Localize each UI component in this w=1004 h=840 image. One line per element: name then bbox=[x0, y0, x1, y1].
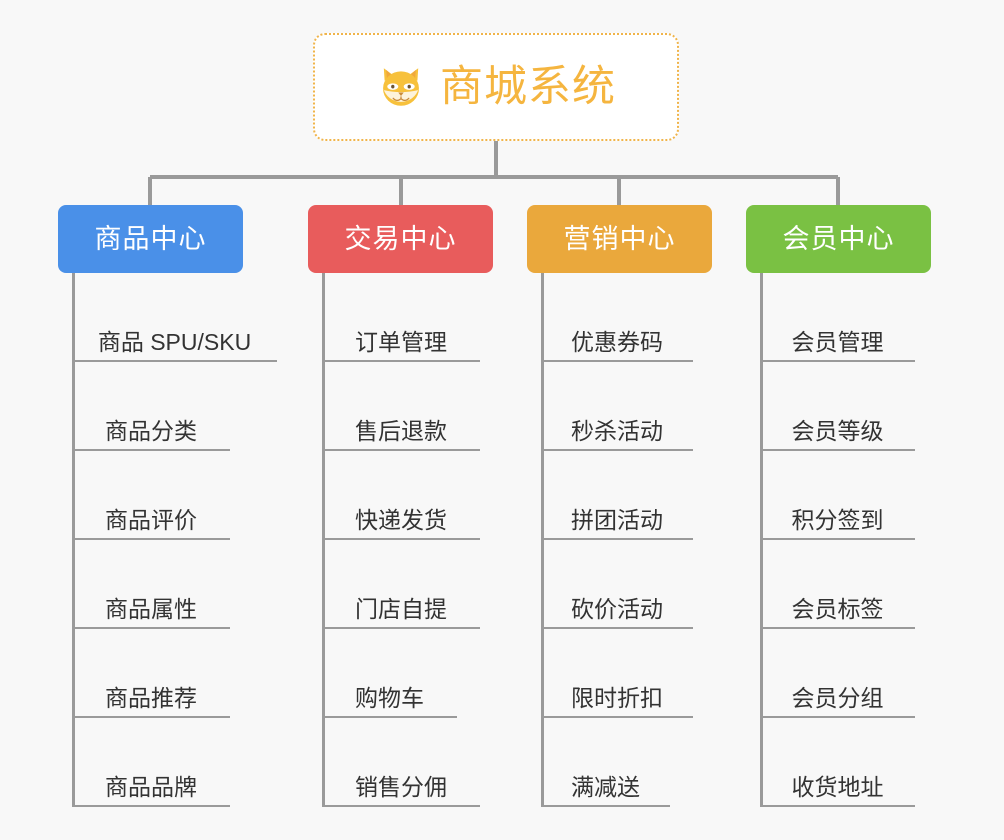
leaf-label: 购物车 bbox=[355, 684, 424, 711]
leaf-label: 会员分组 bbox=[791, 684, 884, 711]
leaf-item[interactable]: 订单管理 bbox=[322, 273, 480, 362]
leaf-label: 会员等级 bbox=[791, 417, 884, 444]
leaf-spine bbox=[72, 273, 75, 807]
branch-label: 交易中心 bbox=[344, 223, 457, 254]
leaf-item[interactable]: 会员分组 bbox=[760, 629, 915, 718]
leaf-label: 会员标签 bbox=[791, 595, 884, 622]
leaf-item[interactable]: 优惠券码 bbox=[541, 273, 693, 362]
leaf-label: 售后退款 bbox=[355, 417, 447, 444]
leaf-label: 商品分类 bbox=[105, 417, 197, 444]
leaf-column-2: 优惠券码 秒杀活动 拼团活动 砍价活动 限时折扣 满减送 bbox=[541, 273, 693, 807]
leaf-label: 商品评价 bbox=[105, 506, 197, 533]
leaf-label: 订单管理 bbox=[355, 328, 447, 355]
leaf-item[interactable]: 会员标签 bbox=[760, 540, 915, 629]
leaf-item[interactable]: 售后退款 bbox=[322, 362, 480, 451]
leaf-label: 优惠券码 bbox=[571, 328, 663, 355]
leaf-item[interactable]: 商品分类 bbox=[72, 362, 230, 451]
branch-label: 营销中心 bbox=[563, 223, 676, 254]
leaf-label: 秒杀活动 bbox=[571, 417, 663, 444]
branch-node-2[interactable]: 营销中心 bbox=[527, 205, 712, 273]
leaf-label: 拼团活动 bbox=[571, 506, 663, 533]
leaf-item[interactable]: 快递发货 bbox=[322, 451, 480, 540]
leaf-item[interactable]: 门店自提 bbox=[322, 540, 480, 629]
leaf-spine bbox=[541, 273, 544, 807]
leaf-label: 商品推荐 bbox=[105, 684, 197, 711]
leaf-label: 限时折扣 bbox=[571, 684, 663, 711]
fox-face-icon bbox=[383, 68, 419, 106]
leaf-label: 满减送 bbox=[571, 773, 640, 800]
leaf-item[interactable]: 商品推荐 bbox=[72, 629, 230, 718]
leaf-item[interactable]: 满减送 bbox=[541, 718, 670, 807]
branch-label: 会员中心 bbox=[782, 223, 895, 254]
root-node[interactable]: 商城系统 bbox=[313, 33, 679, 141]
leaf-item[interactable]: 销售分佣 bbox=[322, 718, 480, 807]
leaf-column-0: 商品 SPU/SKU 商品分类 商品评价 商品属性 商品推荐 商品品牌 bbox=[72, 273, 277, 807]
leaf-label: 积分签到 bbox=[791, 506, 884, 533]
leaf-label: 砍价活动 bbox=[571, 595, 663, 622]
branch-node-1[interactable]: 交易中心 bbox=[308, 205, 493, 273]
leaf-item[interactable]: 购物车 bbox=[322, 629, 457, 718]
branch-node-3[interactable]: 会员中心 bbox=[746, 205, 931, 273]
leaf-label: 门店自提 bbox=[355, 595, 447, 622]
leaf-item[interactable]: 会员等级 bbox=[760, 362, 915, 451]
branch-node-0[interactable]: 商品中心 bbox=[58, 205, 243, 273]
leaf-item[interactable]: 拼团活动 bbox=[541, 451, 693, 540]
leaf-label: 销售分佣 bbox=[355, 773, 447, 800]
branch-label: 商品中心 bbox=[94, 223, 207, 254]
leaf-item[interactable]: 商品属性 bbox=[72, 540, 230, 629]
leaf-label: 商品 SPU/SKU bbox=[97, 328, 252, 355]
leaf-spine bbox=[322, 273, 325, 807]
root-title: 商城系统 bbox=[440, 62, 616, 111]
leaf-column-1: 订单管理 售后退款 快递发货 门店自提 购物车 销售分佣 bbox=[322, 273, 480, 807]
leaf-label: 会员管理 bbox=[791, 328, 884, 355]
leaf-column-3: 会员管理 会员等级 积分签到 会员标签 会员分组 收货地址 bbox=[760, 273, 915, 807]
leaf-item[interactable]: 秒杀活动 bbox=[541, 362, 693, 451]
leaf-spine bbox=[760, 273, 763, 807]
leaf-item[interactable]: 会员管理 bbox=[760, 273, 915, 362]
leaf-label: 商品品牌 bbox=[105, 773, 197, 800]
leaf-item[interactable]: 商品 SPU/SKU bbox=[72, 273, 277, 362]
leaf-label: 快递发货 bbox=[355, 506, 447, 533]
leaf-label: 商品属性 bbox=[105, 595, 197, 622]
leaf-item[interactable]: 限时折扣 bbox=[541, 629, 693, 718]
leaf-item[interactable]: 收货地址 bbox=[760, 718, 915, 807]
leaf-item[interactable]: 商品评价 bbox=[72, 451, 230, 540]
leaf-item[interactable]: 积分签到 bbox=[760, 451, 915, 540]
leaf-label: 收货地址 bbox=[791, 773, 884, 800]
leaf-item[interactable]: 商品品牌 bbox=[72, 718, 230, 807]
leaf-item[interactable]: 砍价活动 bbox=[541, 540, 693, 629]
